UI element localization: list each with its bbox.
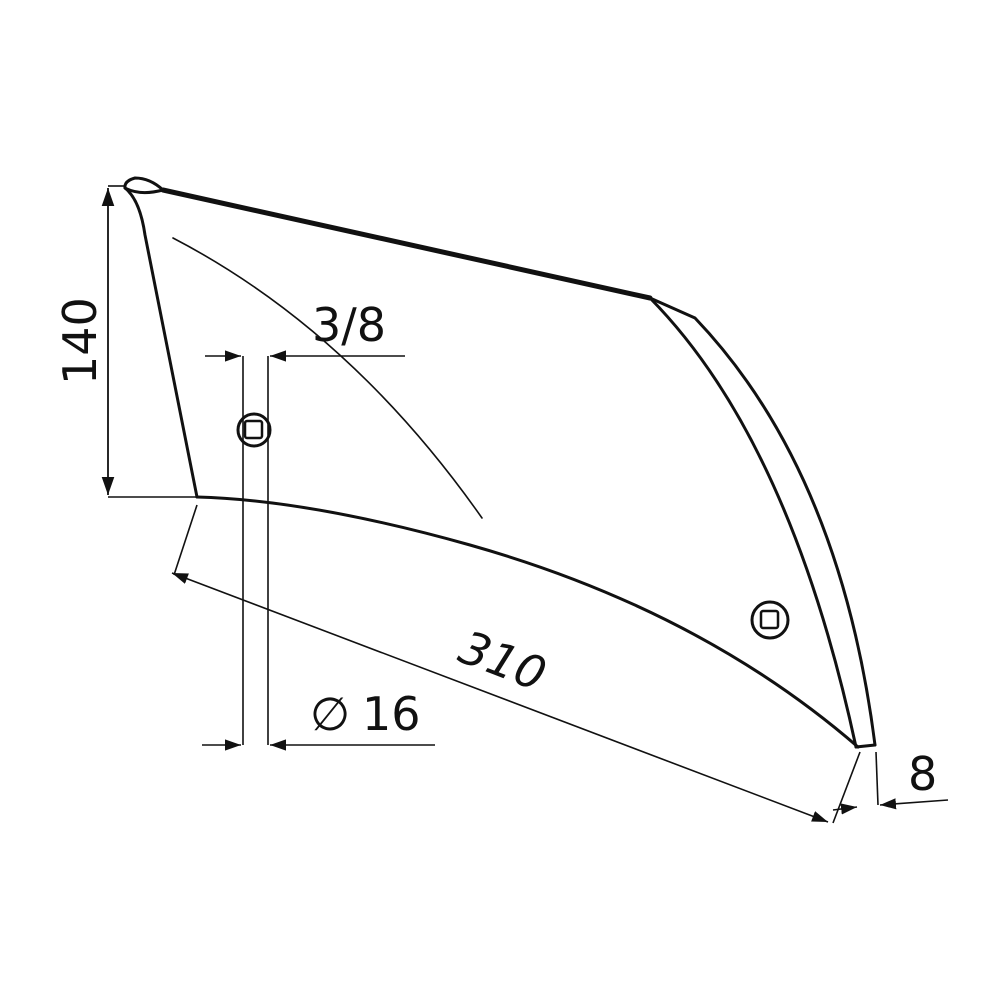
blade-right-inner-edge [648, 296, 858, 749]
blade-tip [123, 176, 165, 195]
dimension-length-label: 310 [452, 620, 553, 702]
dimension-length [171, 504, 861, 824]
blade-bottom-edge [195, 495, 860, 749]
diameter-symbol: ∅ [310, 687, 350, 741]
dimension-height-label: 140 [53, 297, 107, 385]
dimension-height [101, 185, 197, 498]
blade-band-end [854, 743, 877, 749]
bolt-hole-left [236, 412, 272, 448]
blade-right-outer-edge [648, 296, 877, 747]
blade-surface-line [172, 237, 483, 519]
dimension-hole-diameter-label: 16 [362, 687, 421, 741]
blade-top-edge [160, 187, 653, 301]
dimension-edge-width [832, 751, 949, 815]
dimension-thickness-label: 3/8 [312, 298, 386, 352]
blade-left-edge [123, 186, 199, 499]
dimension-edge-width-label: 8 [908, 747, 937, 801]
bolt-hole-right [750, 600, 790, 640]
